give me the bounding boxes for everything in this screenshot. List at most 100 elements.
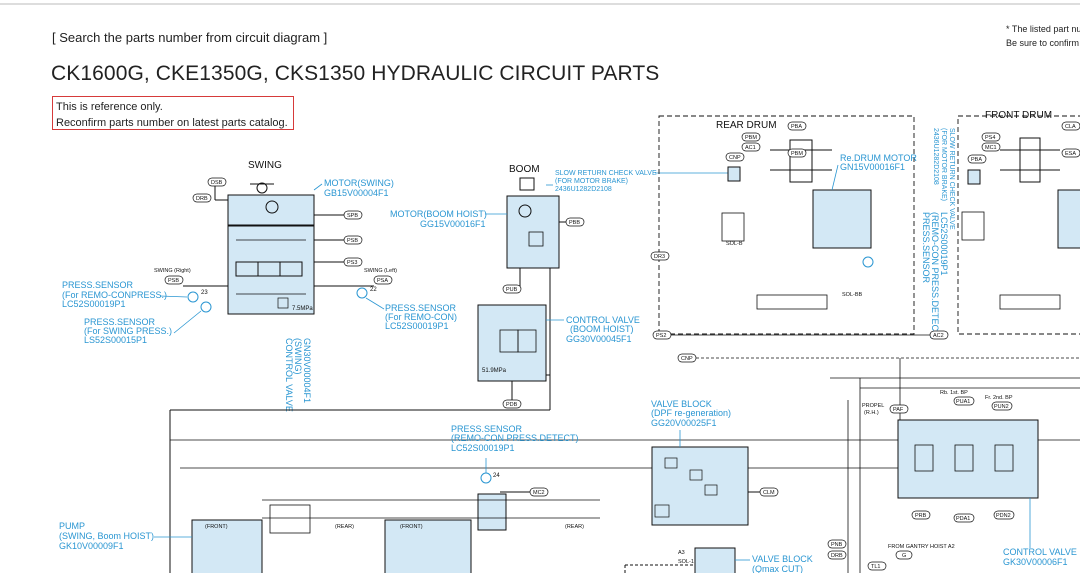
tag-pda1: PDA1 [956, 516, 970, 522]
control-valve-right-name: CONTROL VALVE [1003, 547, 1077, 557]
slow-return-vert-name: SLOW RETURN CHECK VALVE [948, 128, 955, 230]
press-remo-conpress-sub: (For REMO-CONPRESS.) [62, 290, 167, 300]
rb-1st-label: Rb. 1st. BP [940, 390, 968, 396]
pump-part: GK10V00009F1 [59, 541, 124, 551]
notice-line2: Reconfirm parts number on latest parts c… [56, 117, 288, 129]
valve-block-dpf-sub: (DPF re-generation) [651, 408, 731, 418]
motor-swing-part: GB15V00004F1 [324, 188, 389, 198]
press-vert-name: PRESS.SENSOR [921, 212, 931, 284]
press-remo-con-part: LC52S00019P1 [385, 321, 449, 331]
rear-drum-motor-box[interactable] [812, 189, 872, 249]
tag-ac1: PBA [791, 124, 802, 130]
press-vert-part: LC52S00019P1 [939, 212, 949, 276]
tag-mc2: ESA [1065, 151, 1076, 157]
tag-psb-left: PSB [168, 278, 179, 284]
rear-drum-callouts: Re.DRUM MOTOR GN15V00016F1 SLOW RETURN C… [831, 128, 955, 340]
pump-group: (FRONT) (FRONT) (REAR) (REAR) 24 MC2 PRE… [59, 424, 600, 573]
pump-rear-box[interactable] [384, 519, 472, 573]
front-slow-return-valve[interactable] [967, 169, 981, 185]
press-detect-sub: (REMO-CON PRESS.DETECT) [451, 433, 579, 443]
motor-swing-name: MOTOR(SWING) [324, 178, 394, 188]
swing-motor-box[interactable] [227, 194, 315, 226]
right-control-valve-box[interactable] [897, 419, 1039, 499]
tag-ps1: MC2 [533, 490, 545, 496]
control-valve-swing-name: CONTROL VALVE [284, 338, 294, 412]
slow-return-part: 2436U1282D2108 [555, 186, 612, 193]
front-drum-group: FRONT DRUM CLA ESA PS4 MC1 PBA AC2 PBM A… [741, 110, 1080, 340]
tag-drb-2: DRB [831, 553, 843, 559]
valve-block-dpf-box[interactable] [651, 446, 749, 526]
sensor-23-icon[interactable] [187, 291, 199, 303]
front-drum-motor-box[interactable] [1057, 189, 1080, 249]
pump-front-box[interactable] [191, 519, 263, 573]
sensor-swing-icon[interactable] [200, 301, 212, 313]
press-swing-sub: (For SWING PRESS.) [84, 326, 172, 336]
rear-drum-title: REAR DRUM [716, 120, 777, 131]
press-swing-name: PRESS.SENSOR [84, 317, 156, 327]
swing-title: SWING [248, 160, 282, 171]
press-remo-conpress-name: PRESS.SENSOR [62, 280, 134, 290]
tag-pnb: PNB [831, 542, 843, 548]
re-drum-motor-part: GN15V00016F1 [840, 162, 905, 172]
sensor-valve-box[interactable] [477, 493, 507, 531]
rear-sol: SOL-BB [842, 292, 863, 298]
re-drum-motor-name: Re.DRUM MOTOR [840, 153, 917, 163]
tag-prb: PRB [915, 513, 927, 519]
valve-block-dpf-part: GG20V00025F1 [651, 418, 717, 428]
propel-sub: (R.H.) [864, 410, 879, 416]
tag-ps2: PS2 [656, 333, 666, 339]
swing-group: SWING 7.5MPa DSB [154, 160, 397, 315]
tag-pdb: PDB [506, 402, 518, 408]
press-vert-sub: (REMO-CON PRESS.DETECT) [930, 212, 940, 340]
pump-rear-text: (REAR) [335, 524, 354, 530]
press-detect-name: PRESS.SENSOR [451, 424, 523, 434]
sensor-23-num: 23 [201, 290, 208, 296]
press-detect-part: LC52S00019P1 [451, 443, 515, 453]
control-valve-boom-sub: (BOOM HOIST) [570, 324, 634, 334]
valve-block-qmax-name: VALVE BLOCK [752, 554, 813, 564]
right-control-valve-group: PROPEL (R.H.) Rb. 1st. BP Fr. 2nd. BP PA… [827, 390, 1077, 571]
sensor-24-icon[interactable] [480, 472, 492, 484]
motor-boom-part: GG15V00016F1 [420, 219, 486, 229]
listing-note-line2: Be sure to confirm [1006, 38, 1080, 48]
swing-control-valve-box[interactable] [227, 225, 315, 315]
pump-name: PUMP [59, 521, 85, 531]
tag-dsb: DSB [211, 180, 223, 186]
tag-psb: PSB [347, 238, 358, 244]
valve-block-qmax-group: A3 SOL-1 VALVE BLOCK (Qmax CUT) [624, 547, 813, 573]
sensor-24-num: 24 [493, 473, 500, 479]
sensor-22-icon[interactable] [356, 287, 368, 299]
listing-note-line1: * The listed part nu [1006, 24, 1080, 34]
rear-drum-group: REAR DRUM SOL-BB SOL-B PBA PBM CNP DR3 P… [650, 115, 1080, 363]
rear-sensor-icon[interactable] [862, 256, 874, 268]
tag-psa: PSA [377, 278, 388, 284]
tag-ac2: PBM [791, 151, 803, 157]
boom-control-valve-box[interactable] [477, 304, 547, 382]
tag-pua1: PUA1 [956, 399, 970, 405]
tag-pbm: PBA [971, 157, 982, 163]
valve-block-dpf-name: VALVE BLOCK [651, 399, 712, 409]
control-valve-swing-part: GN30V00004F1 [302, 338, 312, 403]
front-drum-title: FRONT DRUM [985, 110, 1052, 121]
tag-paf: PAF [893, 407, 904, 413]
swing-mpa: 7.5MPa [292, 306, 313, 312]
slow-return-name: SLOW RETURN CHECK VALVE [555, 170, 657, 177]
notice-line1: This is reference only. [56, 101, 163, 113]
tag-dr3: DR3 [654, 254, 665, 260]
slow-return-vert-part: 2436U1282D2108 [932, 128, 939, 185]
rear-slow-return-valve[interactable] [727, 166, 741, 182]
swing-callouts: MOTOR(SWING) GB15V00004F1 PRESS.SENSOR (… [62, 178, 457, 412]
tag-clm: PS4 [985, 135, 995, 141]
tag-cnp: CNP [681, 356, 693, 362]
slow-return-vert-sub: (FOR MOTOR BRAKE) [940, 128, 947, 201]
pump-sub: (SWING, Boom HOIST) [59, 531, 154, 541]
tag-cla: PBM [745, 135, 757, 141]
valve-block-qmax-box[interactable] [694, 547, 736, 573]
tag-t14: CLM [763, 490, 775, 496]
slow-return-sub: (FOR MOTOR BRAKE) [555, 178, 628, 185]
press-remo-conpress-part: LC52S00019P1 [62, 299, 126, 309]
qmax-sol: SOL-1 [678, 559, 694, 565]
gantry-label: FROM GANTRY HOIST A2 [888, 544, 955, 550]
